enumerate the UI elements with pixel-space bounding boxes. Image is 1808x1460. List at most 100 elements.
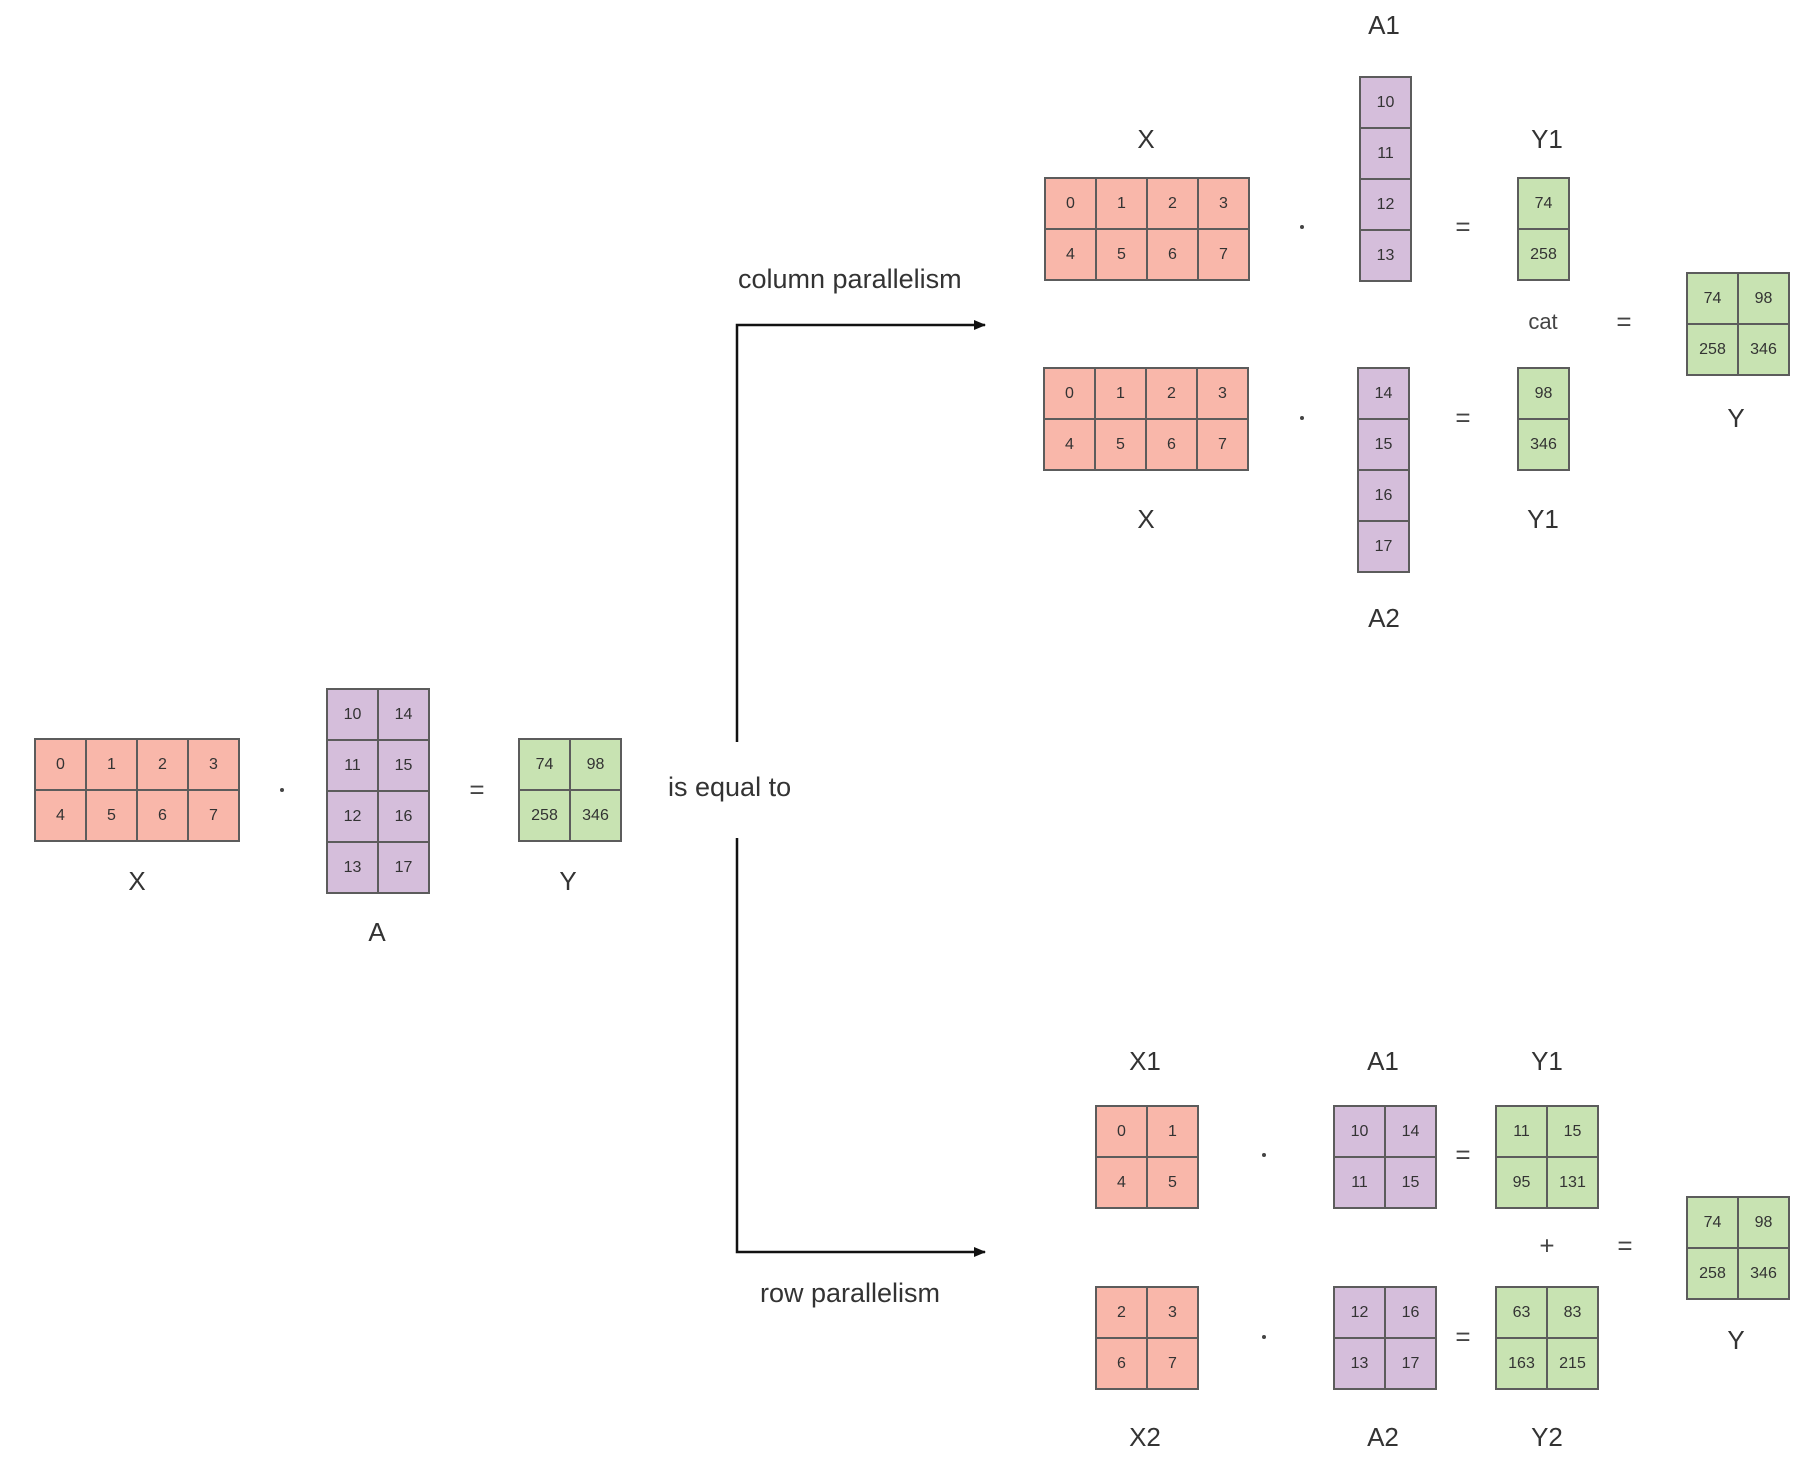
matrix-cell: 12	[326, 790, 379, 843]
matrix-cell: 14	[377, 688, 430, 741]
matrix-cell: 74	[1686, 1196, 1739, 1249]
matrix-cell: 74	[1686, 272, 1739, 325]
multiply-dot	[1300, 225, 1304, 229]
matrix-cell: 11	[326, 739, 379, 792]
matrix-cell: 258	[1686, 323, 1739, 376]
matrix-cell: 2	[1145, 367, 1198, 420]
column-parallelism-text: column parallelism	[738, 264, 962, 294]
matrix-cell: 98	[1737, 272, 1790, 325]
matrix-cell: 4	[34, 789, 87, 842]
multiply-dot	[1300, 416, 1304, 420]
matrix-cell: 5	[1095, 228, 1148, 281]
col-a1-label: A1	[1368, 10, 1400, 40]
matrix-cell: 11	[1359, 127, 1412, 180]
matrix-cell: 95	[1495, 1156, 1548, 1209]
matrix-cell: 258	[1517, 228, 1570, 281]
matrix-cell: 4	[1095, 1156, 1148, 1209]
matrix-cell: 10	[1333, 1105, 1386, 1158]
matrix-cell: 11	[1495, 1105, 1548, 1158]
equals-sign: =	[1617, 1230, 1633, 1261]
matrix-cell: 346	[569, 789, 622, 842]
equals-sign: =	[469, 774, 485, 805]
matrix-cell: 10	[326, 688, 379, 741]
matrix-cell: 12	[1333, 1286, 1386, 1339]
matrix-cell: 63	[1495, 1286, 1548, 1339]
col-y1-bottom-label: Y1	[1527, 504, 1559, 534]
matrix-cell: 7	[1196, 418, 1249, 471]
matrix-cell: 74	[518, 738, 571, 791]
matrix-cell: 215	[1546, 1337, 1599, 1390]
matrix-cell: 1	[1146, 1105, 1199, 1158]
matrix-cell: 13	[1333, 1337, 1386, 1390]
matrix-cell: 17	[377, 841, 430, 894]
matrix-cell: 5	[1094, 418, 1147, 471]
matrix-cell: 6	[1146, 228, 1199, 281]
row-parallelism-text: row parallelism	[760, 1278, 941, 1308]
matrix-cell: 10	[1359, 76, 1412, 129]
row-y-result-label: Y	[1727, 1325, 1745, 1355]
col-x-top-label: X	[1137, 124, 1155, 154]
matrix-cell: 2	[136, 738, 189, 791]
matrix-cell: 7	[1197, 228, 1250, 281]
matrix-cell: 98	[1517, 367, 1570, 420]
matrix-cell: 15	[377, 739, 430, 792]
matrix-cell: 3	[1196, 367, 1249, 420]
matrix-x-label: X	[128, 866, 146, 896]
row-x1-label: X1	[1129, 1046, 1161, 1076]
matrix-cell: 258	[1686, 1247, 1739, 1300]
matrix-cell: 2	[1146, 177, 1199, 230]
matrix-a-label: A	[368, 917, 386, 947]
matrix-cell: 83	[1546, 1286, 1599, 1339]
matrix-y-label: Y	[559, 866, 577, 896]
matrix-cell: 98	[569, 738, 622, 791]
matrix-cell: 17	[1357, 520, 1410, 573]
matrix-cell: 3	[1146, 1286, 1199, 1339]
col-y1-top-label: Y1	[1531, 124, 1563, 154]
row-branch-arrow	[735, 838, 986, 1257]
matrix-cell: 3	[187, 738, 240, 791]
matrix-cell: 346	[1737, 323, 1790, 376]
matrix-cell: 6	[136, 789, 189, 842]
matrix-cell: 346	[1737, 1247, 1790, 1300]
matrix-cell: 15	[1384, 1156, 1437, 1209]
matrix-cell: 16	[1384, 1286, 1437, 1339]
row-y2-label: Y2	[1531, 1422, 1563, 1452]
matrix-cell: 15	[1546, 1105, 1599, 1158]
matrix-cell: 16	[377, 790, 430, 843]
matrix-cell: 0	[34, 738, 87, 791]
col-y-result-label: Y	[1727, 403, 1745, 433]
matrix-cell: 13	[326, 841, 379, 894]
matrix-cell: 6	[1145, 418, 1198, 471]
matrix-cell: 1	[1095, 177, 1148, 230]
matrix-cell: 14	[1357, 367, 1410, 420]
matrix-cell: 2	[1095, 1286, 1148, 1339]
matrix-cell: 98	[1737, 1196, 1790, 1249]
matrix-cell: 4	[1043, 418, 1096, 471]
is-equal-to-text: is equal to	[668, 772, 792, 802]
row-x2-label: X2	[1129, 1422, 1161, 1452]
matrix-cell: 0	[1044, 177, 1097, 230]
matrix-cell: 346	[1517, 418, 1570, 471]
matrix-cell: 6	[1095, 1337, 1148, 1390]
matrix-cell: 14	[1384, 1105, 1437, 1158]
multiply-dot	[280, 788, 284, 792]
row-a1-label: A1	[1367, 1046, 1399, 1076]
matrix-cell: 74	[1517, 177, 1570, 230]
matrix-cell: 17	[1384, 1337, 1437, 1390]
row-a2-label: A2	[1367, 1422, 1399, 1452]
